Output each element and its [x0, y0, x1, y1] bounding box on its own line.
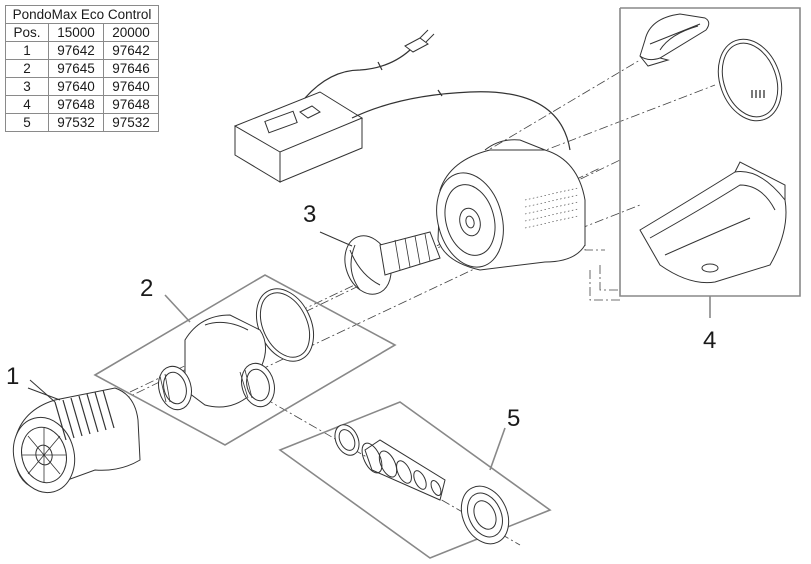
callout-4: 4 [703, 327, 716, 354]
hose-connector-assembly [334, 424, 510, 545]
table-cell-20000: 97646 [103, 59, 159, 78]
base-tray [639, 161, 787, 284]
table-cell-15000: 97648 [48, 95, 104, 114]
callout-5: 5 [507, 405, 520, 432]
table-cell-15000: 97532 [48, 113, 104, 132]
ring-clip [717, 38, 783, 122]
part-5-frame [278, 401, 552, 559]
control-box [233, 91, 364, 183]
inlet-strainer [12, 387, 141, 494]
pump-housing [158, 288, 315, 411]
handle-cover [639, 13, 710, 67]
table-cell-20000: 97640 [103, 77, 159, 96]
part-4-frame [619, 7, 801, 318]
callout-2: 2 [140, 275, 153, 302]
power-cable [304, 49, 571, 151]
rotor-impeller [319, 231, 461, 295]
power-plug [404, 29, 435, 53]
callout-1: 1 [6, 363, 19, 390]
table-row: 2 97645 97646 [5, 59, 159, 78]
table-row: 5 97532 97532 [5, 113, 159, 132]
table-cell-15000: 97645 [48, 59, 104, 78]
callout-3: 3 [303, 201, 316, 228]
table-row: 4 97648 97648 [5, 95, 159, 114]
part-2-frame [93, 274, 397, 446]
motor-unit [436, 139, 586, 271]
parts-table: PondoMax Eco Control Pos. 15000 20000 1 … [5, 5, 159, 132]
table-cell-20000: 97532 [103, 113, 159, 132]
callout-labels: 1 2 3 4 5 [6, 201, 716, 432]
table-cell-20000: 97642 [103, 41, 159, 60]
